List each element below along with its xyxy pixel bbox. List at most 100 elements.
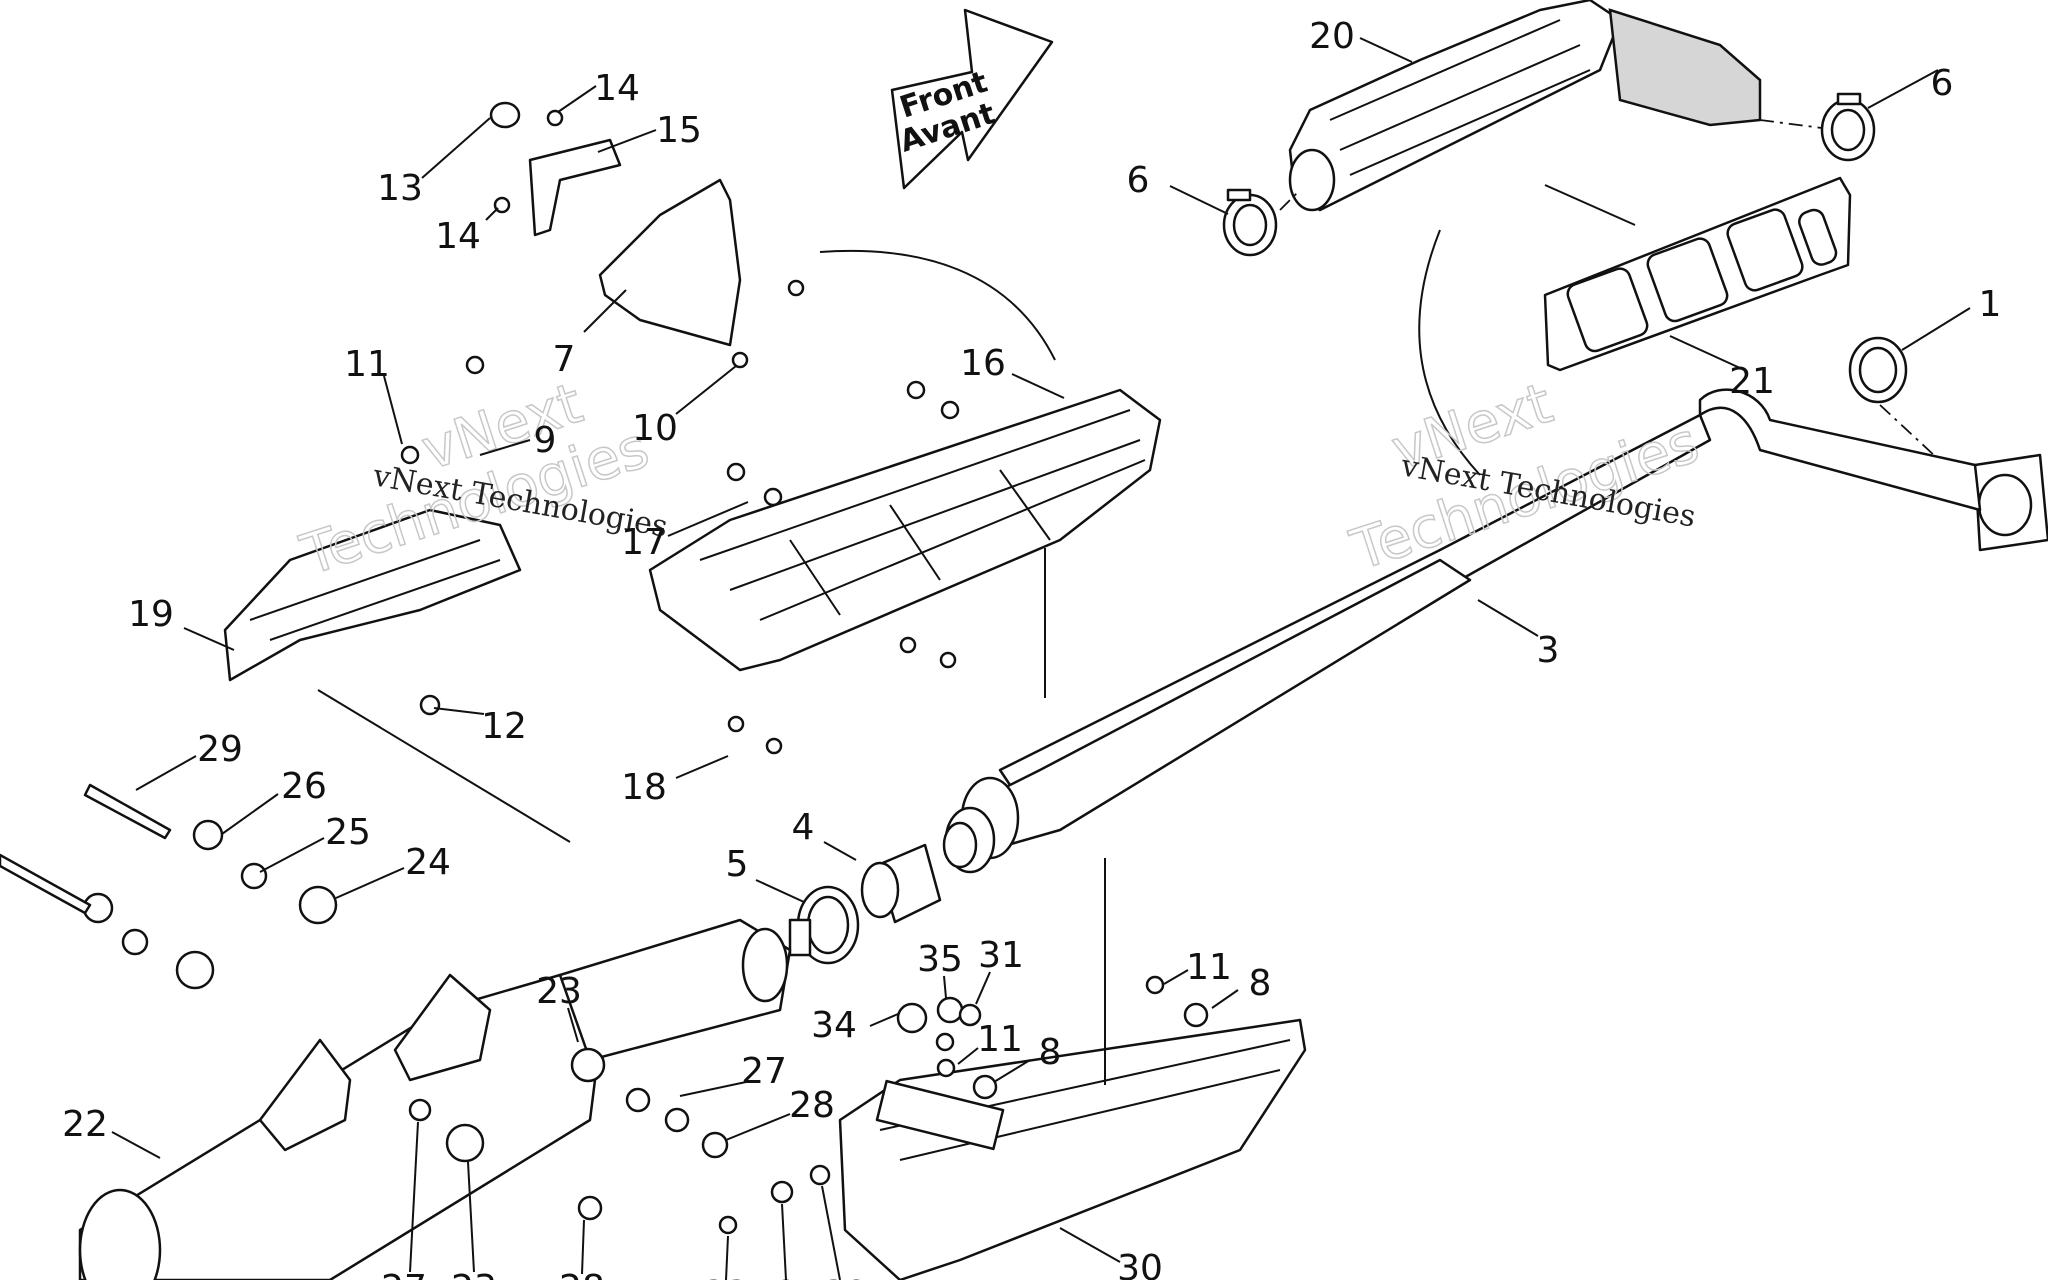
callout-26: 26: [281, 766, 327, 807]
part-19-left-shield: [223, 508, 522, 682]
callout-1: 1: [1979, 284, 2002, 325]
part-6-clamp-right: [1820, 92, 1876, 162]
callout-27: 27: [741, 1051, 787, 1092]
part-21-shield-plate: [1543, 176, 1852, 372]
leader-line-6: [1867, 69, 1939, 109]
callout-11: 11: [344, 344, 390, 385]
leader-line-8: [993, 1059, 1031, 1083]
callout-14: 14: [594, 68, 640, 109]
hardware-set: [82, 109, 1209, 1235]
leader-line-19: [183, 627, 235, 651]
callout-35: 35: [917, 939, 963, 980]
watermark-right: vNext Technologies vNext Technologies: [1343, 370, 1708, 584]
exhaust-flange: [1973, 453, 2048, 552]
leader-line-6: [1169, 185, 1229, 215]
leader-line-14: [557, 85, 597, 113]
leader-line-3: [1477, 599, 1539, 637]
leader-line-16: [1011, 373, 1065, 399]
callout-23: 23: [451, 1268, 497, 1280]
callout-31: 31: [978, 935, 1024, 976]
callout-10: 10: [632, 408, 678, 449]
leader-line-20: [1359, 37, 1413, 63]
callout-13: 13: [377, 168, 423, 209]
leader-line-10: [675, 365, 737, 415]
flow-arrows: [317, 184, 1636, 1085]
callout-8: 8: [1039, 1032, 1062, 1073]
leader-line-7: [583, 289, 627, 333]
part-29-bolts: [0, 783, 172, 915]
callout-19: 19: [128, 594, 174, 635]
callout-28: 28: [559, 1268, 605, 1280]
callout-3: 3: [1537, 630, 1560, 671]
leader-line-35: [943, 975, 947, 999]
leader-line-33: [725, 1235, 729, 1281]
callout-16: 16: [960, 343, 1006, 384]
part-22-muffler: [78, 918, 792, 1285]
leader-line-11: [1163, 969, 1189, 985]
leader-line-8: [1211, 989, 1239, 1009]
leader-line-13: [421, 117, 491, 179]
leader-line-4: [823, 841, 857, 861]
leader-line-34: [869, 1013, 899, 1027]
leader-line-32: [821, 1185, 841, 1281]
leader-line-1: [1901, 307, 1971, 351]
leader-line-25: [259, 837, 325, 873]
callout-labels: 2066141513147101612111917191231829262524…: [62, 16, 2002, 1285]
leader-line-8: [781, 1203, 787, 1281]
callout-8: 8: [775, 1274, 798, 1280]
leader-line-23: [467, 1161, 475, 1273]
part-4-sleeve: [860, 843, 942, 924]
callout-17: 17: [621, 522, 667, 563]
callout-8: 8: [1249, 963, 1272, 1004]
part-1-gasket: [1848, 336, 1951, 471]
leader-line-18: [675, 755, 729, 779]
callout-34: 34: [811, 1005, 857, 1046]
leader-line-23: [567, 1007, 579, 1043]
callout-7: 7: [553, 339, 576, 380]
part-7-bracket-shield: [489, 101, 742, 347]
leader-line-27: [679, 1081, 747, 1097]
callout-15: 15: [656, 110, 702, 151]
callout-6: 6: [1127, 160, 1150, 201]
leader-line-29: [135, 755, 197, 791]
callout-25: 25: [325, 812, 371, 853]
callout-24: 24: [405, 842, 451, 883]
callout-4: 4: [792, 807, 815, 848]
callout-18: 18: [621, 767, 667, 808]
leader-line-27: [409, 1121, 419, 1273]
leader-line-17: [667, 501, 749, 537]
leader-line-11: [957, 1047, 979, 1065]
leader-line-9: [479, 439, 531, 456]
leader-line-28: [725, 1113, 791, 1141]
callout-27: 27: [381, 1268, 427, 1280]
part-3-exhaust-pipe: [942, 388, 1982, 874]
callout-29: 29: [197, 729, 243, 770]
callout-leaders: [111, 37, 1971, 1281]
part-6-clamp-left: [1222, 188, 1278, 257]
callout-32: 32: [823, 1274, 869, 1280]
callout-6: 6: [1931, 63, 1954, 104]
leader-line-15: [597, 129, 657, 153]
callout-14: 14: [435, 216, 481, 257]
leader-line-14: [485, 207, 499, 221]
callout-22: 22: [62, 1104, 108, 1145]
callout-28: 28: [789, 1085, 835, 1126]
callout-5: 5: [726, 844, 749, 885]
leader-line-28: [581, 1219, 585, 1275]
part-30-lower-shield: [838, 1018, 1307, 1282]
leader-line-24: [335, 867, 405, 899]
leader-line-5: [755, 879, 805, 903]
part-16-top-shield: [648, 388, 1162, 672]
callout-33: 33: [703, 1274, 749, 1280]
part-20-heat-shield: [1288, 0, 1762, 212]
callout-11: 11: [977, 1019, 1023, 1060]
leader-line-30: [1059, 1227, 1121, 1263]
leader-line-31: [975, 971, 991, 1005]
front-direction-arrow: Front Avant: [890, 8, 1054, 190]
callout-30: 30: [1117, 1248, 1163, 1280]
leader-line-21: [1669, 335, 1741, 369]
callout-20: 20: [1309, 16, 1355, 57]
leader-line-26: [221, 793, 279, 835]
